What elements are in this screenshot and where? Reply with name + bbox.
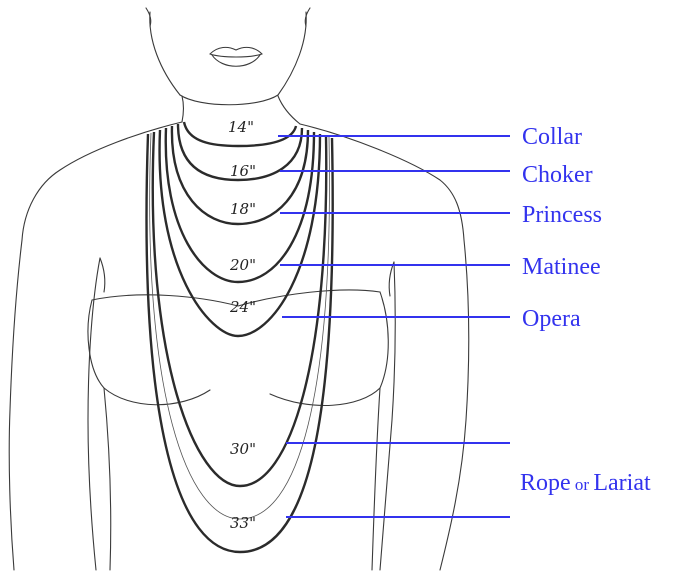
necklaces	[145, 121, 334, 554]
arm-right-outer	[439, 239, 470, 571]
armpit-right	[388, 261, 395, 297]
pointer-lines	[278, 135, 510, 518]
length-label-33: 33"	[230, 514, 256, 532]
style-label-rope-or-lariat: Rope or Lariat	[520, 470, 651, 496]
shoulder-left	[21, 121, 183, 241]
hair-left	[145, 7, 152, 27]
face-right-edge	[277, 11, 307, 96]
length-label-18: 18"	[230, 200, 256, 218]
rope-label-part1: Rope	[520, 470, 571, 496]
necklace-18	[170, 125, 310, 226]
neckline	[91, 289, 381, 307]
length-label-16: 16"	[230, 162, 256, 180]
style-label-princess: Princess	[522, 202, 602, 228]
necklace-30	[151, 131, 328, 488]
torso-left	[103, 387, 112, 571]
length-label-24: 24"	[229, 298, 256, 316]
arm-left-outer	[8, 239, 23, 571]
rope-label-part3: Lariat	[593, 470, 651, 496]
neck-right	[277, 95, 301, 125]
length-label-20: 20"	[229, 256, 256, 274]
style-labels: Collar Choker Princess Matinee Opera Rop…	[520, 124, 651, 496]
chin	[179, 94, 279, 106]
torso-right	[371, 387, 381, 571]
style-label-collar: Collar	[522, 124, 582, 150]
style-label-opera: Opera	[522, 306, 581, 332]
hair-right	[304, 7, 311, 27]
lips	[209, 46, 263, 67]
arm-right-inner	[379, 261, 396, 571]
necklace-24	[158, 129, 322, 338]
face-left-edge	[149, 11, 181, 96]
necklace-14	[182, 121, 298, 148]
style-label-matinee: Matinee	[522, 254, 601, 280]
length-labels: 14" 16" 18" 20" 24" 30" 33"	[228, 118, 256, 532]
neck-left	[181, 95, 185, 123]
armpit-left	[99, 257, 106, 293]
necklace-33	[145, 133, 334, 554]
style-label-choker: Choker	[522, 162, 593, 188]
length-label-14: 14"	[228, 118, 254, 136]
arm-left-inner	[87, 257, 101, 571]
necklace-16	[176, 123, 304, 182]
rope-label-part2: or	[571, 475, 594, 494]
length-label-30: 30"	[230, 440, 256, 458]
